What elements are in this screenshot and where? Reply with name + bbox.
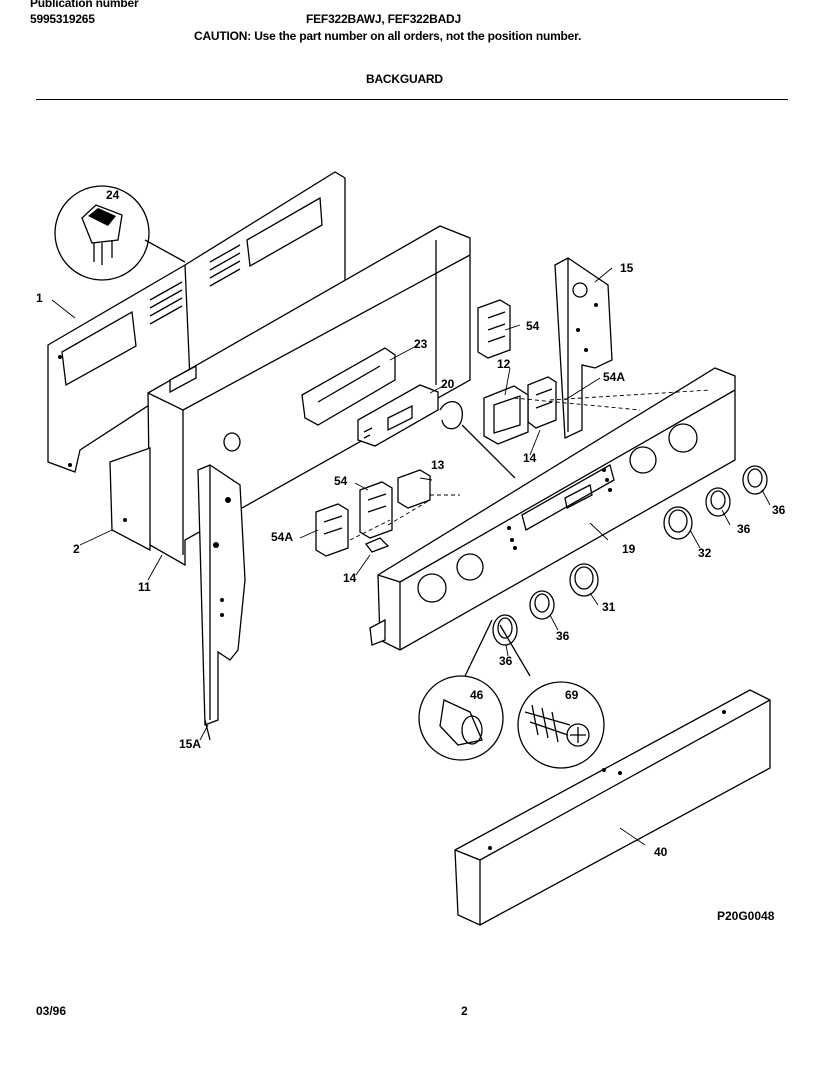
callout-14-upper: 14 (523, 451, 537, 465)
back-panel-part (47, 171, 346, 473)
callout-11: 11 (138, 580, 151, 594)
callout-19: 19 (622, 542, 636, 556)
control-panel-part (369, 367, 736, 651)
callout-1: 1 (36, 291, 43, 305)
callout-15: 15 (620, 261, 634, 275)
callout-36-a: 36 (556, 629, 570, 643)
caution-note: CAUTION: Use the part number on all orde… (194, 29, 582, 43)
callout-40: 40 (654, 845, 668, 859)
footer-date: 03/96 (36, 1004, 66, 1018)
knob-and-screw-details (418, 619, 605, 769)
callout-36-c: 36 (737, 522, 751, 536)
clock-control-part (357, 384, 516, 479)
callout-15a: 15A (179, 737, 201, 751)
publication-number: 5995319265 (30, 12, 95, 26)
callout-54-lower: 54 (334, 474, 348, 488)
drawing-code: P20G0048 (717, 909, 775, 923)
callout-46: 46 (470, 688, 484, 702)
publication-label: Publication number (30, 0, 139, 10)
control-knobs (492, 465, 768, 646)
callout-36-b: 36 (499, 654, 513, 668)
callout-54-upper: 54 (526, 319, 540, 333)
callout-54a-upper: 54A (603, 370, 625, 384)
callout-36-d: 36 (772, 503, 786, 517)
callout-2: 2 (73, 542, 80, 556)
right-side-bracket-part (554, 257, 613, 439)
left-side-bracket-part (197, 464, 246, 741)
lower-bracket-part (109, 447, 151, 552)
callout-54a-lower: 54A (271, 530, 293, 544)
callout-69: 69 (565, 688, 579, 702)
relay-part (483, 385, 529, 445)
lower-switch-parts (315, 469, 431, 557)
upper-switch-parts (477, 299, 557, 429)
callout-24: 24 (106, 188, 120, 202)
model-numbers: FEF322BAWJ, FEF322BADJ (306, 12, 461, 26)
leader-lines (51, 267, 771, 846)
callout-32: 32 (698, 546, 712, 560)
section-title: BACKGUARD (366, 72, 443, 86)
trim-part (454, 689, 771, 926)
rocker-switch-detail (54, 185, 186, 281)
callout-14-lower: 14 (343, 571, 357, 585)
clock-bracket-part (301, 347, 396, 426)
header-divider (36, 99, 788, 100)
callout-12: 12 (497, 357, 511, 371)
callout-13: 13 (431, 458, 445, 472)
footer-page-number: 2 (461, 1004, 468, 1018)
callout-20: 20 (441, 377, 455, 391)
callout-23: 23 (414, 337, 428, 351)
callout-31: 31 (602, 600, 616, 614)
